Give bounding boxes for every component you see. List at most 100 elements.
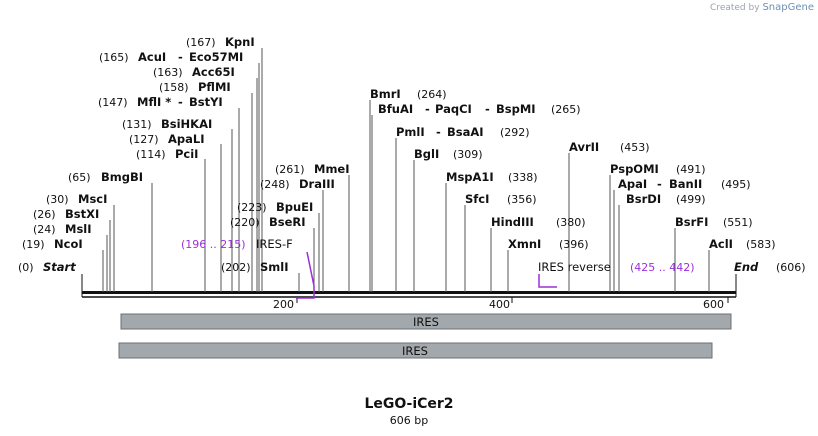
feature-bar — [120, 313, 732, 330]
site-name: BglI — [414, 147, 439, 161]
site-position: (551) — [723, 216, 753, 229]
site-draiii[interactable]: (248) DraIII — [260, 177, 335, 191]
site-position: (131) — [122, 118, 152, 131]
site-msli[interactable]: (24) MslI — [33, 222, 92, 236]
site-avrii[interactable]: AvrII (453) — [569, 140, 650, 154]
site-name: Eco57MI — [189, 50, 243, 64]
site-pspomi[interactable]: PspOMI (491) — [610, 162, 706, 176]
site-position: (495) — [721, 178, 751, 191]
site-position: (223) — [237, 201, 267, 214]
site-name: AvrII — [569, 140, 599, 154]
start-label: Start — [43, 260, 76, 274]
feature-ires-1[interactable]: IRES — [120, 313, 732, 330]
site-name: HindIII — [491, 215, 534, 229]
site-name: PciI — [175, 147, 198, 161]
site-pmli-bsaai[interactable]: PmlI - BsaAI (292) — [396, 125, 530, 139]
site-name: PaqCI — [435, 102, 472, 116]
site-name: BseRI — [269, 215, 306, 229]
primer-ires-reverse[interactable]: IRES reverse (425 .. 442) — [538, 260, 695, 288]
site-name: MslI — [65, 222, 92, 236]
site-xmni[interactable]: XmnI (396) — [508, 237, 589, 251]
site-position: (163) — [153, 66, 183, 79]
tick-label-400: 400 — [489, 298, 510, 311]
site-pflmi[interactable]: (158) PflMI — [159, 80, 231, 94]
site-position: (338) — [508, 171, 538, 184]
site-msci[interactable]: (30) MscI — [46, 192, 107, 206]
primer-range: (196 .. 215) — [181, 238, 246, 251]
site-position: (309) — [453, 148, 483, 161]
site-acui-eco57mi[interactable]: (165) AcuI - Eco57MI — [99, 50, 243, 64]
primer-ires-f[interactable]: (196 .. 215) IRES-F — [181, 237, 315, 299]
site-position: (265) — [551, 103, 581, 116]
site-ncoi[interactable]: (19) NcoI — [22, 237, 83, 251]
site-bpuei[interactable]: (223) BpuEI — [237, 200, 313, 214]
end-label: End — [734, 260, 759, 274]
site-kpni[interactable]: (167) KpnI — [186, 35, 255, 49]
primer-arrow — [538, 274, 557, 288]
site-position: (453) — [620, 141, 650, 154]
site-position: (202) — [221, 261, 251, 274]
tick-label-600: 600 — [703, 298, 724, 311]
site-smli[interactable]: (202) SmlI — [221, 260, 289, 274]
site-bmgbi[interactable]: (65) BmgBI — [68, 170, 143, 184]
site-bfuai-paqci-bspmi[interactable]: BfuAI - PaqCI - BspMI (265) — [378, 102, 581, 116]
map-title: LeGO-iCer2 — [364, 396, 454, 412]
site-mfli-bstyi[interactable]: (147) MflI * - BstYI — [98, 95, 223, 109]
map-length: 606 bp — [389, 414, 429, 427]
site-acli[interactable]: AclI (583) — [709, 237, 776, 251]
site-pcii[interactable]: (114) PciI — [136, 147, 198, 161]
site-name: XmnI — [508, 237, 541, 251]
site-bmri[interactable]: BmrI (264) — [370, 87, 447, 101]
site-position: (65) — [68, 171, 91, 184]
site-position: (114) — [136, 148, 166, 161]
feature-ires-2[interactable]: IRES — [118, 342, 713, 359]
site-name: BmrI — [370, 87, 401, 101]
site-position: (147) — [98, 96, 128, 109]
site-name: BspMI — [496, 102, 536, 116]
site-name: PflMI — [198, 80, 231, 94]
site-name: PmlI — [396, 125, 425, 139]
site-name: BsrDI — [626, 192, 661, 206]
site-position: (30) — [46, 193, 69, 206]
site-apai-banii[interactable]: ApaI - BanII (495) — [618, 177, 751, 191]
site-bseri[interactable]: (220) BseRI — [230, 215, 306, 229]
site-name: SfcI — [465, 192, 489, 206]
site-position: (261) — [275, 163, 305, 176]
site-apali[interactable]: (127) ApaLI — [129, 132, 205, 146]
feature-label: IRES — [402, 344, 428, 358]
site-bgli[interactable]: BglI (309) — [414, 147, 483, 161]
site-position: (499) — [676, 193, 706, 206]
primer-range: (425 .. 442) — [630, 261, 695, 274]
site-acc65i[interactable]: (163) Acc65I — [153, 65, 235, 79]
site-position: (220) — [230, 216, 260, 229]
site-bsihkai[interactable]: (131) BsiHKAI — [122, 117, 212, 131]
start-position: (0) — [18, 261, 34, 274]
feature-label: IRES — [413, 315, 439, 329]
site-name: BpuEI — [276, 200, 313, 214]
tick-label-200: 200 — [273, 298, 294, 311]
site-name: MflI * — [137, 95, 171, 109]
credit-prefix: Created by — [710, 3, 760, 13]
site-name: BanII — [669, 177, 702, 191]
site-mmei[interactable]: (261) MmeI — [275, 162, 350, 176]
site-sfci[interactable]: SfcI (356) — [465, 192, 537, 206]
site-bsrfi[interactable]: BsrFI (551) — [675, 215, 753, 229]
site-name: BstXI — [65, 207, 99, 221]
site-name: ApaLI — [168, 132, 205, 146]
primer-name: IRES reverse — [538, 260, 611, 274]
site-hindiii[interactable]: HindIII (380) — [491, 215, 586, 229]
primer-name: IRES-F — [256, 237, 293, 251]
site-position: (248) — [260, 178, 290, 191]
site-position: (583) — [746, 238, 776, 251]
site-position: (356) — [507, 193, 537, 206]
site-name: Acc65I — [192, 65, 235, 79]
site-bsrdi[interactable]: BsrDI (499) — [626, 192, 706, 206]
site-name: BmgBI — [101, 170, 143, 184]
site-position: (167) — [186, 36, 216, 49]
site-mspa1i[interactable]: MspA1I (338) — [446, 170, 538, 184]
site-position: (380) — [556, 216, 586, 229]
site-position: (165) — [99, 51, 129, 64]
end-position: (606) — [776, 261, 806, 274]
site-bstxi[interactable]: (26) BstXI — [33, 207, 99, 221]
